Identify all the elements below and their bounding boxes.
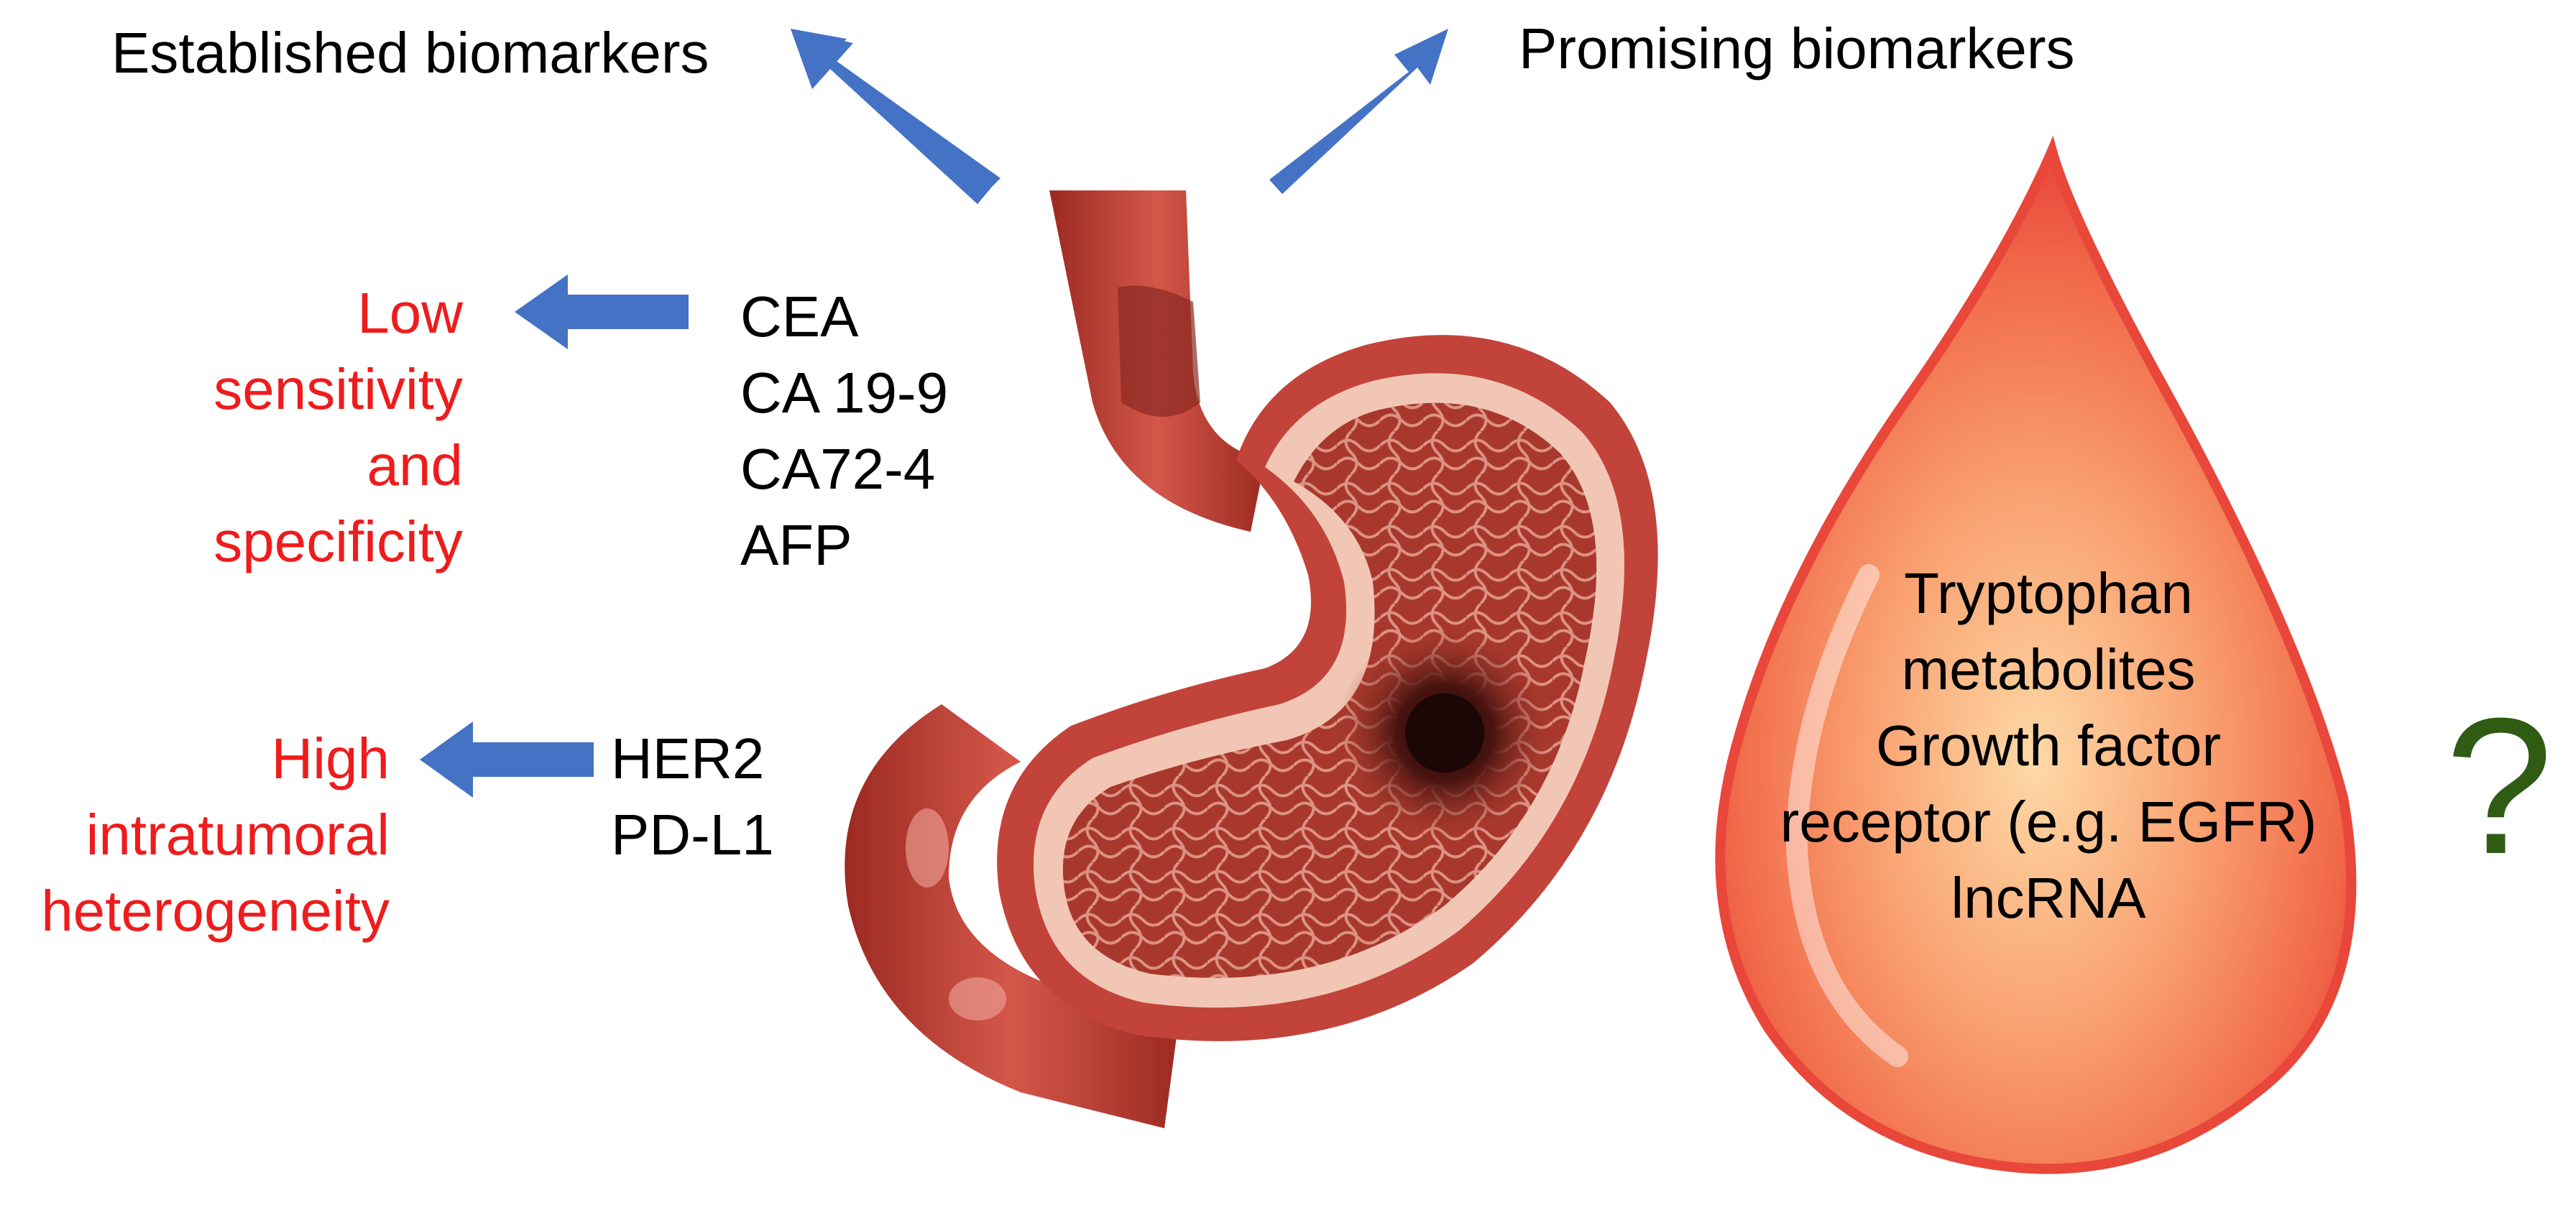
question-mark: ? (2445, 678, 2554, 895)
limitation-line: and (367, 433, 463, 497)
promising-item: Tryptophan (1904, 561, 2193, 625)
limitation-high-heterogeneity: High intratumoral heterogeneity (41, 721, 390, 949)
heading-established: Established biomarkers (111, 21, 709, 85)
limitation-line: sensitivity (213, 357, 463, 421)
limitation-line: specificity (213, 510, 463, 573)
established-markers-list-1: CEA CA 19-9 CA72-4 AFP (740, 279, 948, 584)
limitation-line: heterogeneity (41, 879, 390, 943)
marker-item: PD-L1 (611, 803, 774, 867)
marker-item: CEA (740, 285, 859, 349)
marker-item: CA 19-9 (740, 361, 949, 425)
promising-markers-list: Tryptophan metabolites Growth factor rec… (1739, 555, 2358, 936)
promising-item: metabolites (1901, 637, 2196, 701)
promising-item: lncRNA (1951, 866, 2146, 930)
promising-item: receptor (e.g. EGFR) (1780, 790, 2317, 854)
arrow-to-promising (1269, 29, 1448, 194)
stomach-illustration (845, 190, 1658, 1128)
marker-item: CA72-4 (740, 437, 936, 501)
limitation-line: intratumoral (86, 803, 390, 867)
established-markers-list-2: HER2 PD-L1 (611, 721, 774, 873)
arrow-to-low-sensitivity (515, 275, 689, 349)
limitation-line: High (271, 727, 390, 790)
heading-promising: Promising biomarkers (1519, 17, 2075, 80)
marker-item: AFP (740, 513, 852, 577)
arrow-to-high-heterogeneity (420, 721, 594, 798)
arrow-to-established (791, 29, 1000, 204)
limitation-low-sensitivity: Low sensitivity and specificity (213, 275, 463, 580)
marker-item: HER2 (611, 727, 765, 790)
blood-drop-illustration (1715, 136, 2357, 1174)
limitation-line: Low (357, 281, 463, 345)
promising-item: Growth factor (1875, 714, 2222, 778)
